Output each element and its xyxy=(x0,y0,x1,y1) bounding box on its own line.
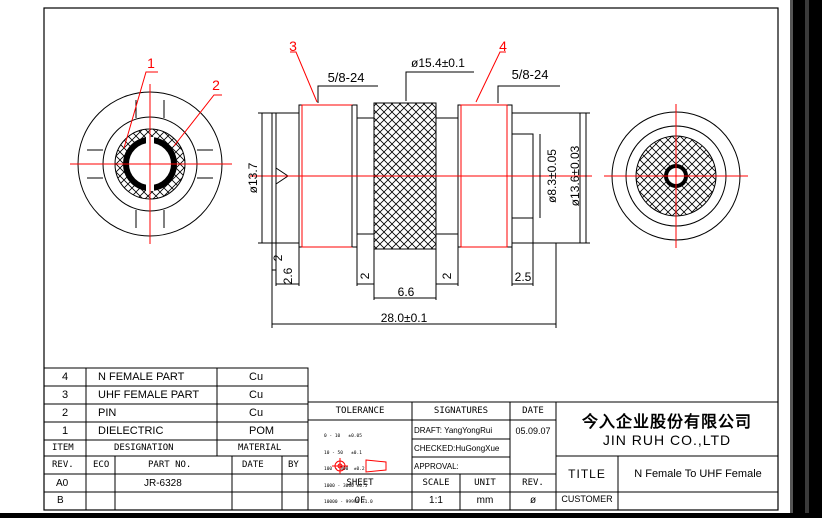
bom-row: 3 UHF FEMALE PART Cu xyxy=(44,389,308,407)
balloon-2: 2 xyxy=(212,77,220,93)
drawing-sheet: 1 2 xyxy=(0,0,790,513)
rev-row-rev: A0 xyxy=(56,478,69,489)
rev-row-rev: B xyxy=(57,495,64,506)
date-block: DATE 05.09.07 xyxy=(510,402,556,474)
bom-item: 3 xyxy=(62,389,69,401)
dim-pin-diameter: ø8.3±0.05 xyxy=(545,149,559,203)
rev-header-eco: ECO xyxy=(93,460,110,470)
balloon-3: 3 xyxy=(289,38,297,54)
bom-row: 2 PIN Cu xyxy=(44,407,308,425)
approval-signature: APPROVAL: xyxy=(414,462,459,471)
bom-item: 2 xyxy=(62,407,69,419)
bom-item: 4 xyxy=(62,371,69,383)
dim-left-diameter: ø13.7 xyxy=(246,162,260,193)
bom-header-item: ITEM xyxy=(52,443,74,453)
bom-material: Cu xyxy=(249,407,264,419)
balloon-1: 1 xyxy=(147,55,155,71)
bom-header-designation: DESIGNATION xyxy=(114,443,174,453)
side-view xyxy=(250,51,592,328)
company-name-en: JIN RUH CO.,LTD xyxy=(602,432,732,448)
window-edge-bar xyxy=(790,0,822,513)
unit-label: UNIT xyxy=(474,478,496,488)
rev-header-by: BY xyxy=(288,460,299,470)
dim-6-6: 6.6 xyxy=(398,285,415,299)
company-block: 今入企业股份有限公司 JIN RUH CO.,LTD xyxy=(556,402,778,456)
bom-designation: DIELECTRIC xyxy=(98,425,164,437)
dim-2-6: 2.6 xyxy=(281,267,295,284)
tolerance-line: 10 - 50 ±0.1 xyxy=(324,450,362,456)
title-label: TITLE xyxy=(568,467,606,481)
tolerance-line: 0 - 10 ±0.05 xyxy=(324,434,362,439)
date-label: DATE xyxy=(522,406,544,416)
customer-label: CUSTOMER xyxy=(561,494,613,504)
title-value: N Female To UHF Female xyxy=(634,468,762,480)
signatures-label: SIGNATURES xyxy=(433,406,489,416)
rev-row-part-no: JR-6328 xyxy=(144,478,182,489)
bom-row: 1 DIELECTRIC POM xyxy=(44,425,308,443)
right-end-view xyxy=(604,104,748,248)
draft-signature: DRAFT: YangYongRui xyxy=(414,426,493,435)
rev-header-date: DATE xyxy=(242,460,264,470)
dim-knurl-diameter: ø15.4±0.1 xyxy=(411,56,465,70)
company-name-cn: 今入企业股份有限公司 xyxy=(581,414,752,431)
balloon-4: 4 xyxy=(499,38,507,54)
dim-thread-left: 5/8-24 xyxy=(328,70,365,85)
unit-value: mm xyxy=(476,495,494,506)
dim-total-length: 28.0±0.1 xyxy=(381,311,428,325)
bom-material: Cu xyxy=(249,371,264,383)
tolerance-line: 1000 - 3000 ±0.5 xyxy=(324,483,368,489)
checked-signature: CHECKED:HuGongXue xyxy=(414,444,500,453)
projection-symbol xyxy=(332,458,387,474)
bom-material: POM xyxy=(249,425,275,437)
rev-label: REV. xyxy=(522,478,544,488)
rev-header-part-no: PART NO. xyxy=(148,460,192,470)
scale-value: 1:1 xyxy=(429,495,443,506)
dim-body-diameter: ø13.6±0.03 xyxy=(568,145,582,206)
bom-header: ITEM DESIGNATION MATERIAL xyxy=(44,443,308,459)
rev-header-rev: REV. xyxy=(52,460,74,470)
dim-2-left: 2 xyxy=(271,254,285,261)
tolerance-line: 100 - 300 ±0.2 xyxy=(324,467,365,472)
bom-designation: N FEMALE PART xyxy=(98,371,185,383)
sheet-info: SHEET OF SCALE 1:1 UNIT mm REV. ø xyxy=(308,474,556,510)
sheet-label: SHEET xyxy=(346,478,374,488)
bom-designation: UHF FEMALE PART xyxy=(98,389,200,401)
sheet-value: OF xyxy=(354,496,366,506)
title-block xyxy=(43,367,779,511)
tolerance-label: TOLERANCE xyxy=(335,406,385,416)
bom-designation: PIN xyxy=(98,407,117,419)
left-end-view xyxy=(70,71,232,244)
rev-value: ø xyxy=(529,495,537,506)
drawing-canvas: 1 2 xyxy=(43,7,779,511)
dim-2-mid-left: 2 xyxy=(358,272,372,279)
bom-item: 1 xyxy=(62,425,69,437)
bom-row: 4 N FEMALE PART Cu xyxy=(44,371,308,389)
title-area: TITLE N Female To UHF Female CUSTOMER xyxy=(556,456,778,510)
dim-2-5: 2.5 xyxy=(515,270,532,284)
tolerance-block: TOLERANCE 0 - 10 ±0.05 10 - 50 ±0.1 100 … xyxy=(308,402,412,505)
dim-thread-right: 5/8-24 xyxy=(512,67,549,82)
dim-2-mid-right: 2 xyxy=(440,272,454,279)
bom-material: Cu xyxy=(249,389,264,401)
tolerance-values: 0 - 10 ±0.05 10 - 50 ±0.1 100 - 300 ±0.2… xyxy=(324,423,373,517)
date-value: 05.09.07 xyxy=(515,426,551,436)
signatures-block: SIGNATURES DRAFT: YangYongRui CHECKED:Hu… xyxy=(412,402,510,474)
scale-label: SCALE xyxy=(422,478,450,488)
tolerance-line: 10000 - 99999 ±1.0 xyxy=(324,500,373,505)
bom-header-material: MATERIAL xyxy=(238,443,282,453)
